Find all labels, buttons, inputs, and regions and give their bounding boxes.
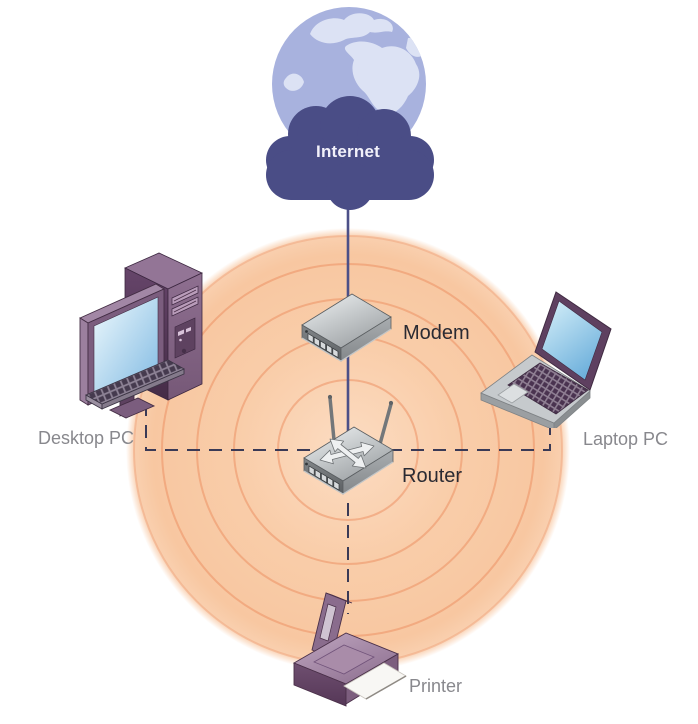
laptop-keyboard (507, 362, 589, 415)
router-device (303, 394, 394, 495)
router-label: Router (402, 465, 463, 487)
paper-tray-slot (319, 603, 337, 642)
wireless-links (145, 403, 551, 614)
globe-continents (283, 13, 425, 115)
laptop-touchpad (497, 383, 529, 404)
internet-node (266, 7, 434, 210)
laptop-screen (541, 300, 603, 381)
dashed-link-laptop (348, 422, 551, 451)
tower-drive-bays (171, 285, 199, 317)
laptop-device (480, 291, 612, 428)
router-led (305, 462, 308, 466)
laptop-base (480, 354, 591, 428)
tower-front-panel (174, 317, 196, 359)
printer-lid (313, 644, 375, 675)
modem-device (301, 293, 392, 362)
printer-label: Printer (409, 676, 463, 696)
laptop-pc-label: Laptop PC (583, 429, 669, 449)
modem-led (305, 330, 308, 333)
laptop-lid (534, 291, 612, 391)
router-antennas (327, 394, 394, 446)
desktop-pc-label: Desktop PC (38, 428, 135, 448)
router-switch-arrows-icon (319, 438, 375, 469)
printer-output-paper (343, 662, 407, 700)
modem-label: Modem (403, 322, 470, 344)
printer-device (292, 592, 407, 707)
pc-keyboard (84, 359, 186, 410)
internet-label: Internet (316, 142, 380, 161)
internet-cloud-icon (266, 96, 434, 210)
dashed-link-desktop (145, 403, 348, 451)
desktop-pc-device (79, 252, 203, 419)
